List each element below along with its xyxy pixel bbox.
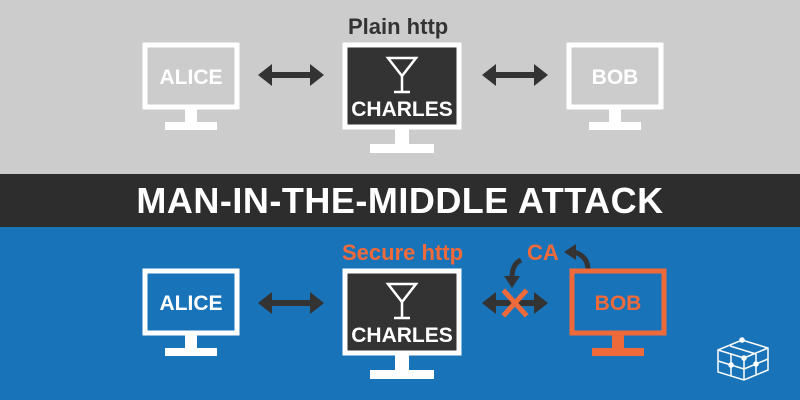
charles-monitor-top: CHARLES xyxy=(342,42,462,153)
network-cube-logo xyxy=(717,337,769,381)
bob-monitor-top: BOB xyxy=(566,42,664,130)
curved-arrow-icon xyxy=(564,244,591,271)
double-arrow-icon xyxy=(258,64,324,86)
blocked-x-icon xyxy=(501,288,529,318)
plain-http-label: Plain http xyxy=(348,14,449,39)
cocktail-glass-icon xyxy=(385,56,419,94)
cocktail-glass-icon xyxy=(385,282,419,320)
double-arrow-icon xyxy=(482,64,548,86)
ca-label: CA xyxy=(527,240,559,265)
charles-monitor-bottom: CHARLES xyxy=(342,268,462,379)
title-banner: MAN-IN-THE-MIDDLE ATTACK xyxy=(0,174,800,227)
secure-http-label: Secure http xyxy=(342,240,464,265)
alice-name-bottom: ALICE xyxy=(160,292,223,315)
double-arrow-icon xyxy=(258,292,324,314)
curved-arrow-icon xyxy=(504,257,523,288)
charles-name-top: CHARLES xyxy=(351,98,453,121)
bob-name-top: BOB xyxy=(592,66,639,89)
bob-monitor-bottom: BOB xyxy=(569,268,667,356)
charles-name-bottom: CHARLES xyxy=(351,324,453,347)
alice-monitor-bottom: ALICE xyxy=(142,268,240,356)
bob-name-bottom: BOB xyxy=(595,292,642,315)
alice-name-top: ALICE xyxy=(160,66,223,89)
alice-monitor-top: ALICE xyxy=(142,42,240,130)
